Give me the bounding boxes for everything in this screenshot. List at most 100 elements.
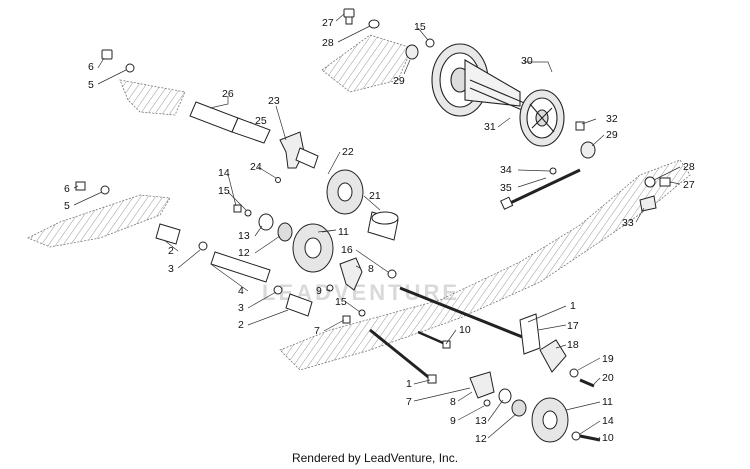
callout-3-lower: 3 [238, 302, 244, 314]
washer-15-left [244, 209, 252, 217]
nut-6-lower [75, 181, 86, 191]
callout-24: 24 [250, 161, 262, 173]
rail-right-main [279, 159, 691, 371]
callout-14-left: 14 [218, 167, 230, 179]
callout-5-top: 5 [88, 79, 94, 91]
wheel-11-left [292, 223, 334, 273]
arm-8-lower [469, 371, 495, 399]
callout-2-upper: 2 [168, 245, 174, 257]
washer-28-right [644, 176, 656, 188]
callout-7-lower: 7 [406, 396, 412, 408]
callout-25: 25 [255, 115, 267, 127]
shaft-26 [189, 101, 271, 144]
callout-35: 35 [500, 182, 512, 194]
washer-15-center [358, 309, 366, 317]
callout-27-top: 27 [322, 17, 334, 29]
bolt-27-right [659, 177, 671, 187]
callout-22: 22 [342, 146, 354, 158]
callout-13-left: 13 [238, 230, 250, 242]
callout-1-upper: 1 [570, 300, 576, 312]
block-33 [639, 195, 657, 212]
callout-8-upper: 8 [368, 263, 374, 275]
callout-28-top: 28 [322, 37, 334, 49]
nut-16 [387, 269, 397, 279]
bearing-29-right [580, 141, 596, 159]
washer-9-upper [326, 284, 334, 292]
callout-30: 30 [521, 55, 533, 67]
bracket-18 [539, 339, 567, 373]
callout-26: 26 [222, 88, 234, 100]
callout-9-lower: 9 [450, 415, 456, 427]
callout-33: 33 [622, 217, 634, 229]
callout-32: 32 [606, 113, 618, 125]
callout-14-lower: 14 [602, 415, 614, 427]
callout-1-lower: 1 [406, 378, 412, 390]
callout-9-upper: 9 [316, 285, 322, 297]
bearing-12-left [277, 222, 293, 242]
callout-15-top: 15 [414, 21, 426, 33]
callout-11-upper: 11 [338, 226, 349, 238]
sleeve-2-b [285, 293, 313, 317]
callout-16: 16 [341, 244, 353, 256]
callout-2-lower: 2 [238, 319, 244, 331]
callout-23: 23 [268, 95, 280, 107]
bolt-10-lower [579, 434, 601, 442]
callout-29-right: 29 [606, 129, 618, 141]
callout-31: 31 [484, 121, 496, 133]
wheel-assembly-30 [431, 43, 565, 147]
callout-27-right: 27 [683, 179, 695, 191]
callout-3-upper: 3 [168, 263, 174, 275]
callout-15-center: 15 [335, 296, 347, 308]
washer-14-lower [571, 431, 581, 441]
bolt-27-top [343, 8, 355, 25]
washer-13-left [258, 213, 274, 231]
bolt-20 [579, 378, 595, 388]
spacer-21 [367, 211, 399, 241]
callout-12-left: 12 [238, 247, 250, 259]
callout-10-lower: 10 [602, 432, 614, 444]
washer-13-lower [498, 388, 512, 404]
callout-8-lower: 8 [450, 396, 456, 408]
rail-upper-left-fragment [119, 79, 186, 116]
bolt-1-upper [399, 286, 526, 340]
bolt-1-lower [369, 328, 437, 384]
leader-lines [73, 13, 681, 441]
wheel-22 [326, 169, 364, 215]
callout-18: 18 [567, 339, 579, 351]
callout-29-top: 29 [393, 75, 405, 87]
washer-28-top [368, 19, 380, 29]
rendered-by-footer: Rendered by LeadVenture, Inc. [291, 451, 459, 465]
washer-19 [569, 368, 579, 378]
callout-6-lower: 6 [64, 183, 70, 195]
wheel-11-lower [531, 397, 569, 443]
callout-12-lower: 12 [475, 433, 487, 445]
callout-7-upper: 7 [314, 325, 320, 337]
bearing-12-lower [511, 399, 527, 417]
bolt-14-left [233, 204, 242, 213]
bolt-35 [500, 168, 581, 210]
shaft-4 [210, 251, 271, 283]
pin-24 [275, 177, 281, 183]
sleeve-2-a [155, 223, 181, 245]
washer-3-a [198, 241, 208, 251]
spacer-25 [295, 147, 319, 169]
bolt-32 [575, 121, 585, 131]
callout-numbers: 27 28 15 30 29 6 5 26 23 25 22 24 14 15 … [64, 17, 695, 445]
callout-19: 19 [602, 353, 614, 365]
bolt-7-center [342, 315, 351, 324]
callout-17: 17 [567, 320, 579, 332]
callout-13-lower: 13 [475, 415, 487, 427]
rail-upper-right-fragment [321, 34, 413, 93]
washer-9-lower [483, 399, 491, 407]
sleeve-17 [519, 313, 541, 355]
nut-15-top [425, 38, 435, 48]
rail-left [27, 194, 171, 248]
callout-28-right: 28 [683, 161, 695, 173]
callout-10-center: 10 [459, 324, 471, 336]
callout-34: 34 [500, 164, 512, 176]
nut-6-top [101, 49, 113, 60]
bolt-10-center [417, 330, 451, 349]
callout-5-lower: 5 [64, 200, 70, 212]
washer-34 [549, 167, 557, 175]
